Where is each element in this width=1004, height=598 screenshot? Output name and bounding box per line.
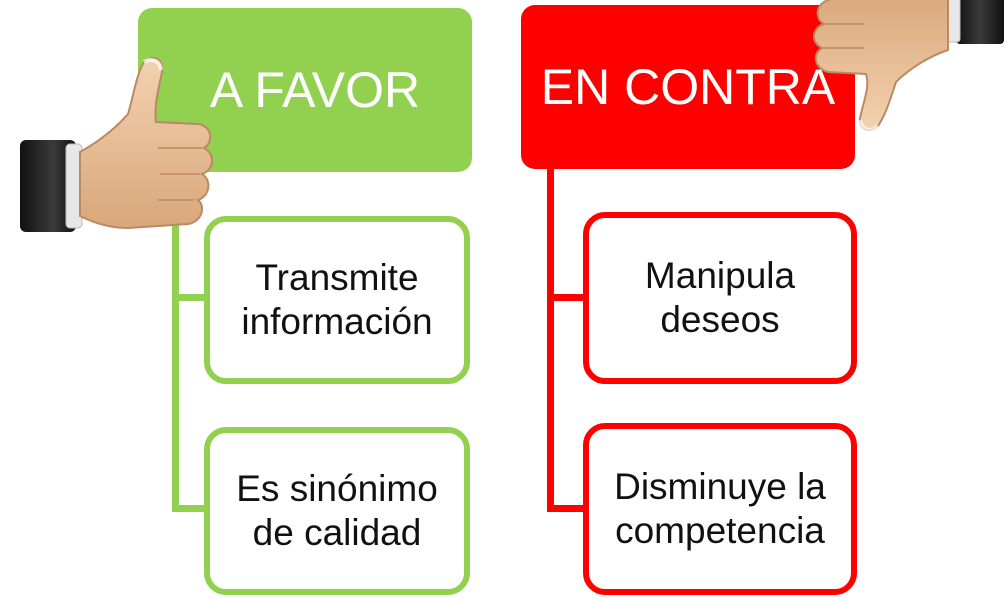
contra-item-1: Manipula deseos (583, 212, 857, 384)
favor-connector-vertical (172, 172, 179, 512)
favor-item-1: Transmite información (204, 216, 470, 384)
favor-item-2: Es sinónimo de calidad (204, 427, 470, 595)
thumbs-down-hand-icon (813, 0, 1004, 132)
favor-connector-branch-2 (172, 505, 208, 512)
contra-connector-branch-1 (547, 294, 587, 301)
contra-header-title: EN CONTRA (540, 59, 836, 115)
favor-header-title: A FAVOR (209, 62, 421, 118)
contra-connector-branch-2 (547, 505, 587, 512)
contra-connector-vertical (547, 169, 554, 512)
favor-connector-branch-1 (172, 294, 208, 301)
thumbs-up-hand-icon (20, 56, 213, 232)
contra-item-2: Disminuye la competencia (583, 423, 857, 595)
contra-header: EN CONTRA (521, 5, 855, 169)
